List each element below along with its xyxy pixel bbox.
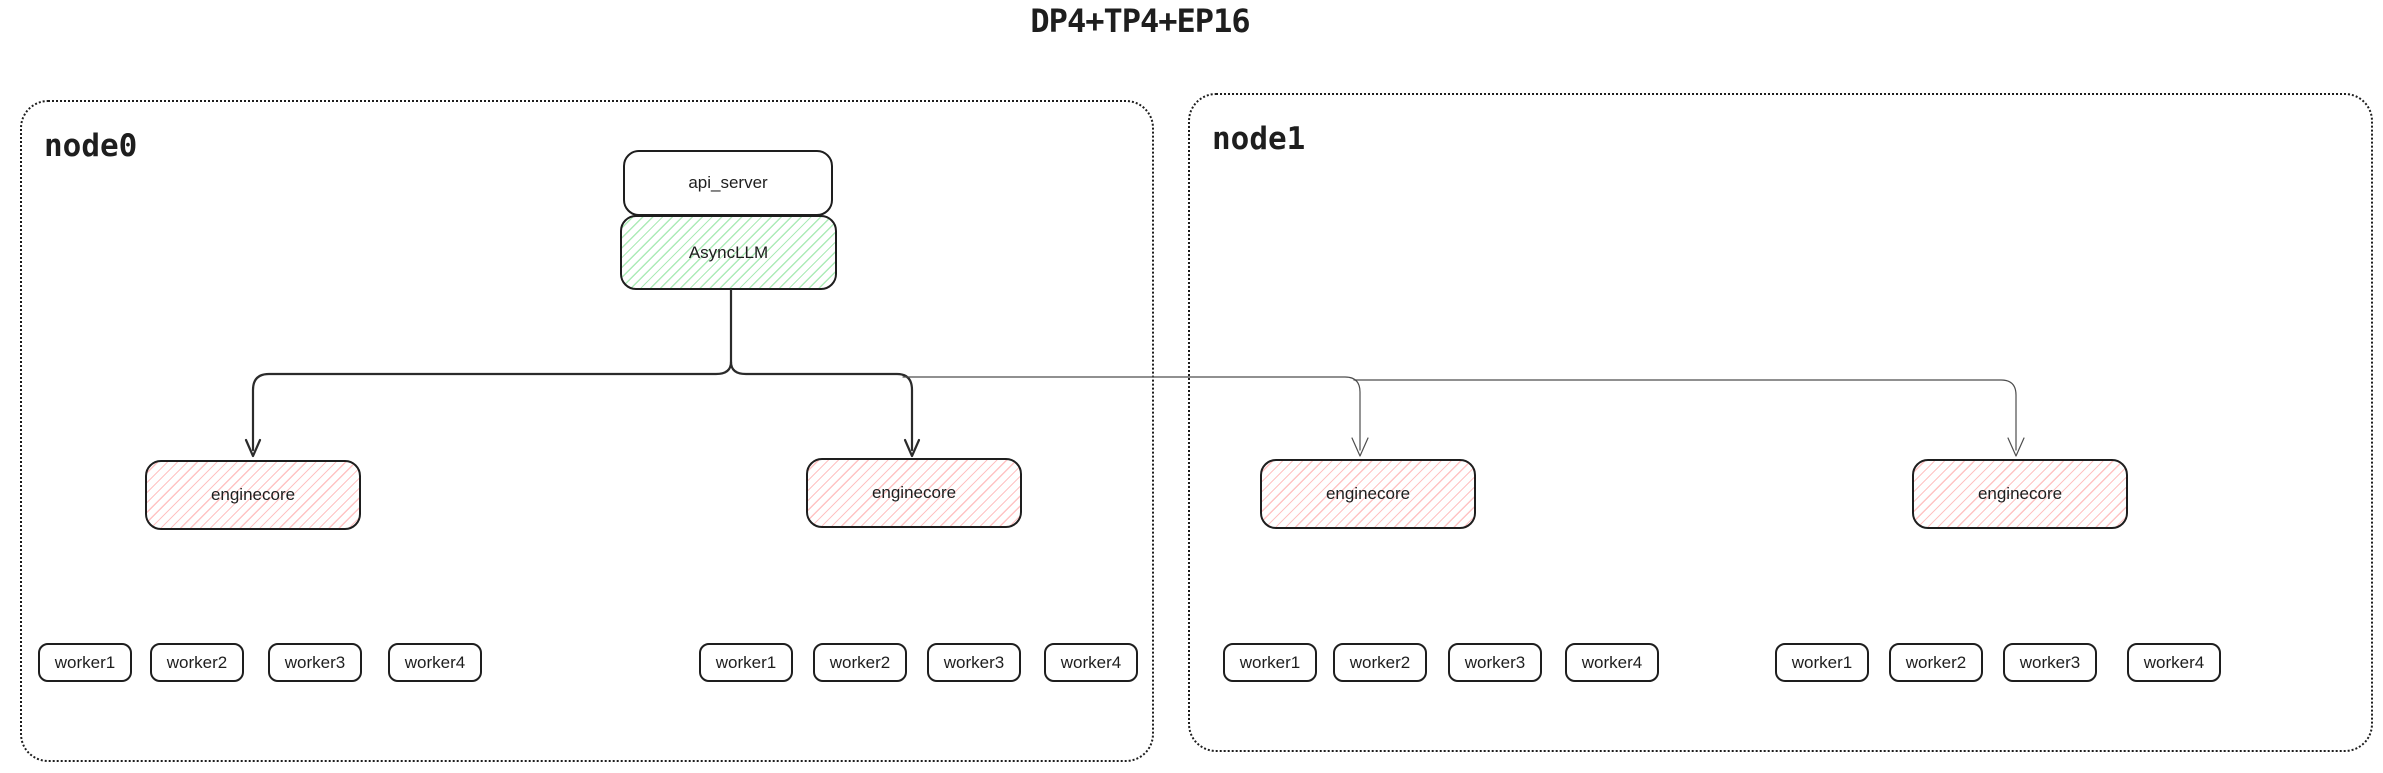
worker-box: worker1	[1775, 643, 1869, 682]
worker-label: worker4	[1060, 652, 1122, 672]
node1-label: node1	[1212, 121, 1306, 157]
enginecore-box-4: enginecore	[1912, 459, 2128, 529]
worker-label: worker1	[54, 652, 116, 672]
worker-box: worker2	[1889, 643, 1983, 682]
worker-box: worker3	[268, 643, 362, 682]
worker-label: worker4	[1581, 652, 1643, 672]
worker-box: worker3	[2003, 643, 2097, 682]
worker-box: worker4	[1565, 643, 1659, 682]
node0-label: node0	[44, 128, 138, 164]
worker-label: worker1	[1791, 652, 1853, 672]
enginecore-box-2: enginecore	[806, 458, 1022, 528]
worker-box: worker1	[1223, 643, 1317, 682]
worker-label: worker2	[1905, 652, 1967, 672]
worker-label: worker3	[2019, 652, 2081, 672]
worker-box: worker2	[813, 643, 907, 682]
enginecore-label: enginecore	[871, 483, 957, 502]
asyncllm-label: AsyncLLM	[688, 242, 769, 262]
worker-box: worker1	[38, 643, 132, 682]
worker-label: worker4	[404, 652, 466, 672]
worker-box: worker2	[1333, 643, 1427, 682]
worker-label: worker4	[2143, 652, 2205, 672]
worker-label: worker2	[166, 652, 228, 672]
asyncllm-box: AsyncLLM	[620, 215, 837, 290]
worker-box: worker4	[1044, 643, 1138, 682]
worker-box: worker1	[699, 643, 793, 682]
worker-label: worker2	[829, 652, 891, 672]
worker-box: worker4	[388, 643, 482, 682]
enginecore-box-3: enginecore	[1260, 459, 1476, 529]
diagram-title: DP4+TP4+EP16	[1030, 2, 1250, 40]
enginecore-label: enginecore	[1977, 484, 2063, 503]
enginecore-box-1: enginecore	[145, 460, 361, 530]
worker-label: worker3	[1464, 652, 1526, 672]
enginecore-label: enginecore	[1325, 484, 1411, 503]
api-server-label: api_server	[688, 173, 768, 192]
worker-box: worker4	[2127, 643, 2221, 682]
worker-box: worker3	[927, 643, 1021, 682]
worker-label: worker1	[1239, 652, 1301, 672]
enginecore-label: enginecore	[210, 485, 296, 504]
worker-box: worker3	[1448, 643, 1542, 682]
worker-label: worker1	[715, 652, 777, 672]
worker-label: worker2	[1349, 652, 1411, 672]
api-server-box: api_server	[623, 150, 833, 216]
worker-box: worker2	[150, 643, 244, 682]
worker-label: worker3	[284, 652, 346, 672]
worker-label: worker3	[943, 652, 1005, 672]
